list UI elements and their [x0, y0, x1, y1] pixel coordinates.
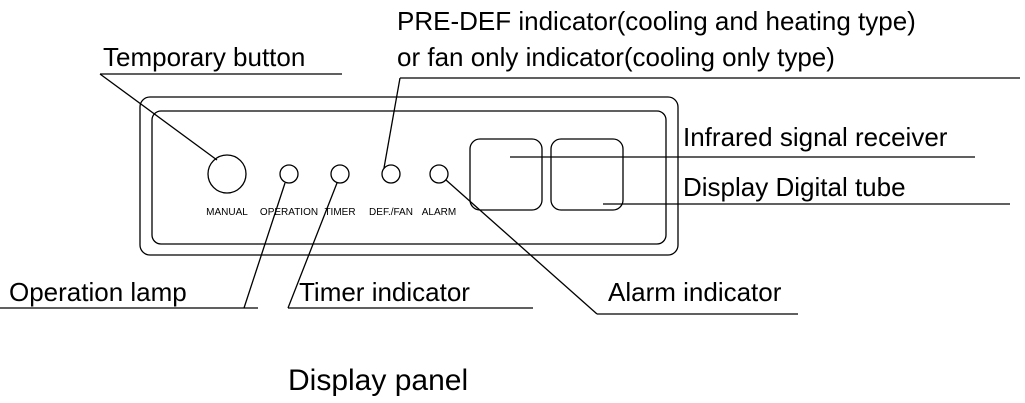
timer-label: TIMER	[324, 207, 355, 218]
timer-lamp	[330, 164, 350, 184]
operation-lamp	[279, 164, 299, 184]
manual-button[interactable]	[207, 154, 247, 194]
pre-def-leader	[383, 77, 401, 169]
manual-label: MANUAL	[206, 207, 248, 218]
infrared-receiver-window	[469, 138, 543, 211]
def-fan-label: DEF./FAN	[369, 207, 413, 218]
diagram-caption: Display panel	[288, 364, 468, 397]
operation-lamp-label: Operation lamp	[9, 277, 187, 307]
pre-def-label-line1: PRE-DEF indicator(cooling and heating ty…	[397, 6, 916, 36]
alarm-indicator-leader	[445, 179, 598, 315]
alarm-label: ALARM	[422, 207, 456, 218]
temporary-button-label: Temporary button	[103, 42, 305, 72]
timer-indicator-leader	[287, 182, 338, 309]
display-tube-label: Display Digital tube	[683, 172, 906, 202]
def-fan-lamp	[381, 164, 401, 184]
digital-tube-window	[550, 138, 624, 211]
operation-lamp-leader	[243, 182, 286, 309]
infrared-receiver-label: Infrared signal receiver	[683, 122, 948, 152]
temporary-button-leader	[99, 73, 218, 161]
panel-inner-frame	[151, 110, 667, 245]
leader-lines	[0, 73, 1020, 315]
alarm-lamp	[429, 164, 449, 184]
panel-outer-frame	[139, 96, 679, 256]
pre-def-label-line2: or fan only indicator(cooling only type)	[397, 42, 835, 72]
timer-indicator-label: Timer indicator	[299, 277, 470, 307]
alarm-indicator-label: Alarm indicator	[608, 277, 782, 307]
operation-label: OPERATION	[260, 207, 318, 218]
